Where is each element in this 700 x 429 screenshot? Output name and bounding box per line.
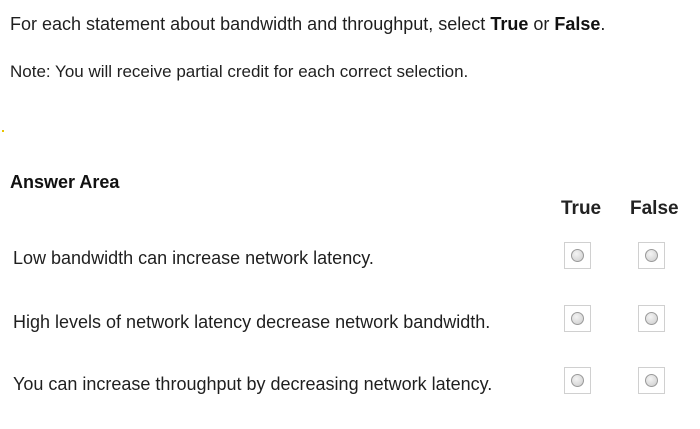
statement-1-false-cell[interactable]	[638, 242, 665, 269]
answer-area-title: Answer Area	[10, 172, 120, 192]
note-text: Note: You will receive partial credit fo…	[10, 62, 469, 81]
statement-3-false-radio[interactable]	[645, 374, 658, 387]
instruction-false-word: False	[554, 14, 601, 34]
statement-2-true-radio[interactable]	[571, 312, 584, 325]
statement-1-true-radio[interactable]	[571, 249, 584, 262]
statement-3: You can increase throughput by decreasin…	[13, 374, 493, 394]
statement-3-false-cell[interactable]	[638, 367, 665, 394]
column-header-true: True	[561, 198, 602, 219]
statement-2-false-radio[interactable]	[645, 312, 658, 325]
column-header-false: False	[630, 198, 679, 219]
statement-3-true-radio[interactable]	[571, 374, 584, 387]
statement-2-true-cell[interactable]	[564, 305, 591, 332]
instruction-true-word: True	[490, 14, 529, 34]
statement-2-false-cell[interactable]	[638, 305, 665, 332]
statement-1: Low bandwidth can increase network laten…	[13, 248, 374, 268]
statement-1-false-radio[interactable]	[645, 249, 658, 262]
instruction-prefix: For each statement about bandwidth and t…	[10, 14, 491, 34]
statement-1-true-cell[interactable]	[564, 242, 591, 269]
instruction-connector: or	[528, 14, 555, 34]
instruction-text: For each statement about bandwidth and t…	[10, 14, 605, 35]
statement-2: High levels of network latency decrease …	[13, 312, 491, 332]
decorative-dot	[2, 130, 4, 132]
instruction-suffix: .	[600, 14, 606, 34]
statement-3-true-cell[interactable]	[564, 367, 591, 394]
